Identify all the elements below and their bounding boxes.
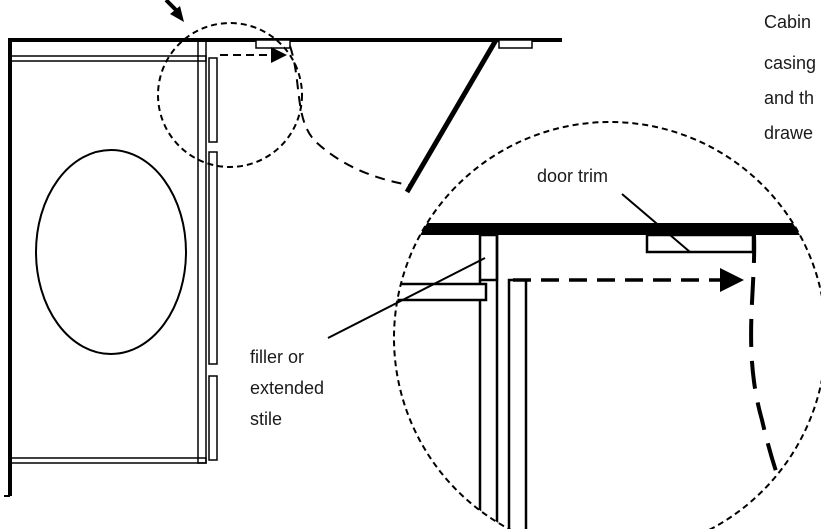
drawer-fronts bbox=[208, 57, 218, 461]
pointer-arrow bbox=[164, 0, 184, 22]
magnified-detail bbox=[393, 121, 821, 529]
side-note-line1: Cabin bbox=[764, 12, 811, 32]
door-swing-arc bbox=[289, 45, 410, 186]
detail-circle-small bbox=[157, 22, 303, 168]
side-note-line3: and th bbox=[764, 88, 814, 108]
filler-label-line1: filler or bbox=[250, 347, 304, 367]
filler-label-line2: extended bbox=[250, 378, 324, 398]
side-note-line2: casing bbox=[764, 53, 816, 73]
filler-label-line3: stile bbox=[250, 409, 282, 429]
side-note-line4: drawe bbox=[764, 123, 813, 143]
filler-leader bbox=[327, 257, 486, 339]
door-trim-label: door trim bbox=[537, 166, 608, 186]
cabinet-outline bbox=[4, 40, 207, 497]
door-trim-leader bbox=[621, 193, 691, 253]
side-note: Cabin casing and th drawe bbox=[764, 12, 816, 143]
open-door bbox=[404, 38, 499, 194]
appliance-window bbox=[35, 149, 187, 355]
